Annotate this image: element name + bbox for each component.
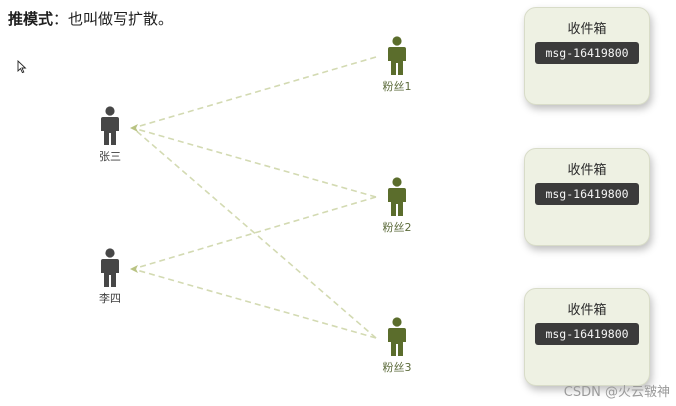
author-name: 张三 (99, 150, 121, 163)
inbox-follower-2: 收件箱 msg-16419800 (524, 148, 650, 246)
inbox-message: msg-16419800 (535, 323, 639, 345)
watermark: CSDN @火云皲神 (563, 385, 670, 400)
follow-link-f2-a1 (132, 127, 377, 198)
author-zhangsan: 张三 (90, 106, 130, 164)
arrow-head-a1 (130, 124, 138, 132)
follower-name: 粉丝2 (382, 221, 412, 234)
inbox-message: msg-16419800 (535, 42, 639, 64)
inbox-follower-1: 收件箱 msg-16419800 (524, 7, 650, 105)
title-mode: 推模式 (8, 10, 54, 28)
person-icon (388, 177, 406, 216)
author-lisi: 李四 (90, 248, 130, 306)
follow-link-f1-a1 (132, 56, 377, 129)
follower-name: 粉丝1 (382, 80, 412, 93)
follow-link-f3-a2 (132, 268, 377, 339)
mouse-pointer-icon (17, 60, 27, 74)
author-name: 李四 (99, 292, 121, 305)
inbox-title: 收件箱 (567, 22, 607, 37)
arrow-head-a2 (130, 265, 138, 273)
inbox-follower-3: 收件箱 msg-16419800 (524, 288, 650, 386)
follow-link-f2-a2 (132, 196, 377, 270)
follower-3: 粉丝3 (377, 317, 417, 375)
person-icon (388, 36, 406, 75)
page-title: 推模式：也叫做写扩散。 (8, 8, 173, 29)
person-icon (101, 106, 119, 145)
inbox-title: 收件箱 (567, 163, 607, 178)
follower-2: 粉丝2 (377, 177, 417, 235)
follower-1: 粉丝1 (377, 36, 417, 94)
follow-link-f3-a1 (132, 127, 377, 339)
inbox-message: msg-16419800 (535, 183, 639, 205)
person-icon (388, 317, 406, 356)
title-description: ：也叫做写扩散。 (53, 10, 174, 28)
person-icon (101, 248, 119, 287)
inbox-title: 收件箱 (567, 303, 607, 318)
follower-name: 粉丝3 (382, 361, 412, 374)
